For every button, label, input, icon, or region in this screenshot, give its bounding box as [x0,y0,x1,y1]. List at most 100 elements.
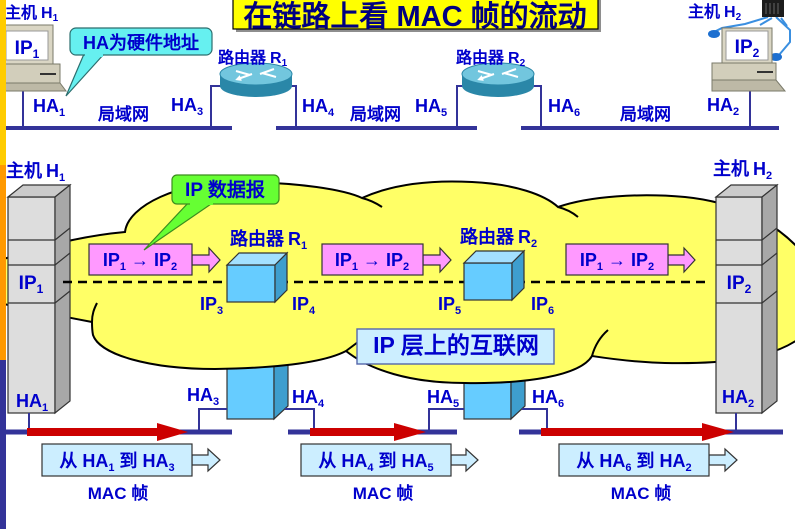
host-h2-protocol-stack [714,183,779,415]
r1-left-link-tap [198,408,227,432]
ip-internet-label-box [356,328,555,365]
r2-right-link-tap [522,408,548,432]
page-title: 在链路上看 MAC 帧的流动 [243,0,586,33]
mac-frame-3-caption: MAC 帧 [611,483,671,503]
packet-direction-arrow [667,246,696,274]
cloud-inner-arc [361,197,383,208]
callout-body [171,174,280,205]
host-h1-computer-icon [0,24,67,92]
ha3-link-label: HA3 [187,385,219,408]
ip-datagram-callout: IP 数据报 [143,174,280,251]
ha5-top-label: HA5 [415,96,447,119]
ip2-stack-label: IP2 [727,273,752,296]
packet-2-label: IP1→IP2 [335,250,409,273]
host-h2-computer-icon [708,0,791,92]
frame-flow-arrow-3 [541,423,734,441]
ip-layer-view: IP1→IP2 IP1→IP2 IP1→IP2 IP 数据报 IP 层上的互联网… [0,158,795,421]
cable-icon [775,16,791,56]
r1-right-link-tap [285,408,315,432]
ip-packet-2: IP1→IP2 [321,243,452,276]
h1-screen-ip-label: IP1 [15,38,40,61]
ha6-link-label: HA6 [532,387,564,410]
router-r1-cube [225,251,289,304]
connector-icon [708,30,720,38]
slide-accent-strip [0,0,6,529]
ip6-label: IP6 [531,294,554,317]
router-arrows-icon [478,68,519,79]
title-box [232,0,599,30]
network-device-icon [762,0,784,17]
cable-icon [759,17,788,27]
host-h1-protocol-stack [6,183,72,415]
ha3-top-label: HA3 [171,95,203,118]
ha2-top-label: HA2 [707,95,739,118]
physical-network-view: IP1 IP2 [0,0,791,130]
h1-base [0,82,67,92]
title-banner: 在链路上看 MAC 帧的流动 [232,0,601,33]
ip5-label: IP5 [438,294,461,317]
router-r2-icon [461,62,535,97]
lan-3-label: 局域网 [620,104,671,124]
frame-flow-arrow-1 [27,423,188,441]
ip-packet-1: IP1→IP2 [88,243,221,276]
ha4-top-label: HA4 [302,96,335,119]
ip1-stack-label: IP1 [19,273,44,296]
lan-2-label: 局域网 [350,104,401,124]
ha5-link-label: HA5 [427,387,459,410]
hardware-address-callout: HA为硬件地址 [65,27,213,97]
device-ports [765,3,779,14]
ip4-label: IP4 [292,294,316,317]
cable-icon [711,16,769,34]
frame-direction-arrow [191,447,221,473]
router-r2-cube [462,249,526,302]
packet-direction-arrow [191,246,221,274]
callout-body [69,27,213,56]
r2-right-lan-tap [532,85,542,128]
ip-internet-label: IP 层上的互联网 [373,332,539,358]
lan-1-label: 局域网 [98,104,149,124]
ha2-link-label: HA2 [722,387,754,410]
packet-direction-arrow [422,246,452,274]
router-arrows-icon [236,68,277,79]
mac-frame-1-caption: MAC 帧 [88,483,148,503]
packet-1-label: IP1→IP2 [103,250,177,273]
ip3-label: IP3 [200,294,223,317]
cloud-inner-arc [591,329,609,357]
r2-left-link-tap [428,408,464,432]
ha1-top-label: HA1 [33,96,65,119]
frame-direction-arrow [708,447,738,473]
frame-flow-arrow-2 [310,423,426,441]
r1-left-lan-tap [210,85,222,128]
cloud-inner-arc [91,302,98,323]
ha4-link-label: HA4 [292,387,325,410]
router-r1-icon [219,62,293,97]
ip-datagram-callout-text: IP 数据报 [185,178,265,201]
ip-packet-3: IP1→IP2 [565,243,696,276]
cloud-inner-arc [557,206,579,218]
ha1-link-label: HA1 [16,391,48,414]
h2-base [711,79,787,92]
mac-frame-2-caption: MAC 帧 [353,483,413,503]
connector-icon [770,53,782,61]
h2-screen-ip-label: IP2 [735,37,760,60]
h2-screen [725,30,769,61]
ha6-top-label: HA6 [548,96,580,119]
packet-3-label: IP1→IP2 [580,250,654,273]
frame-direction-arrow [450,447,479,473]
